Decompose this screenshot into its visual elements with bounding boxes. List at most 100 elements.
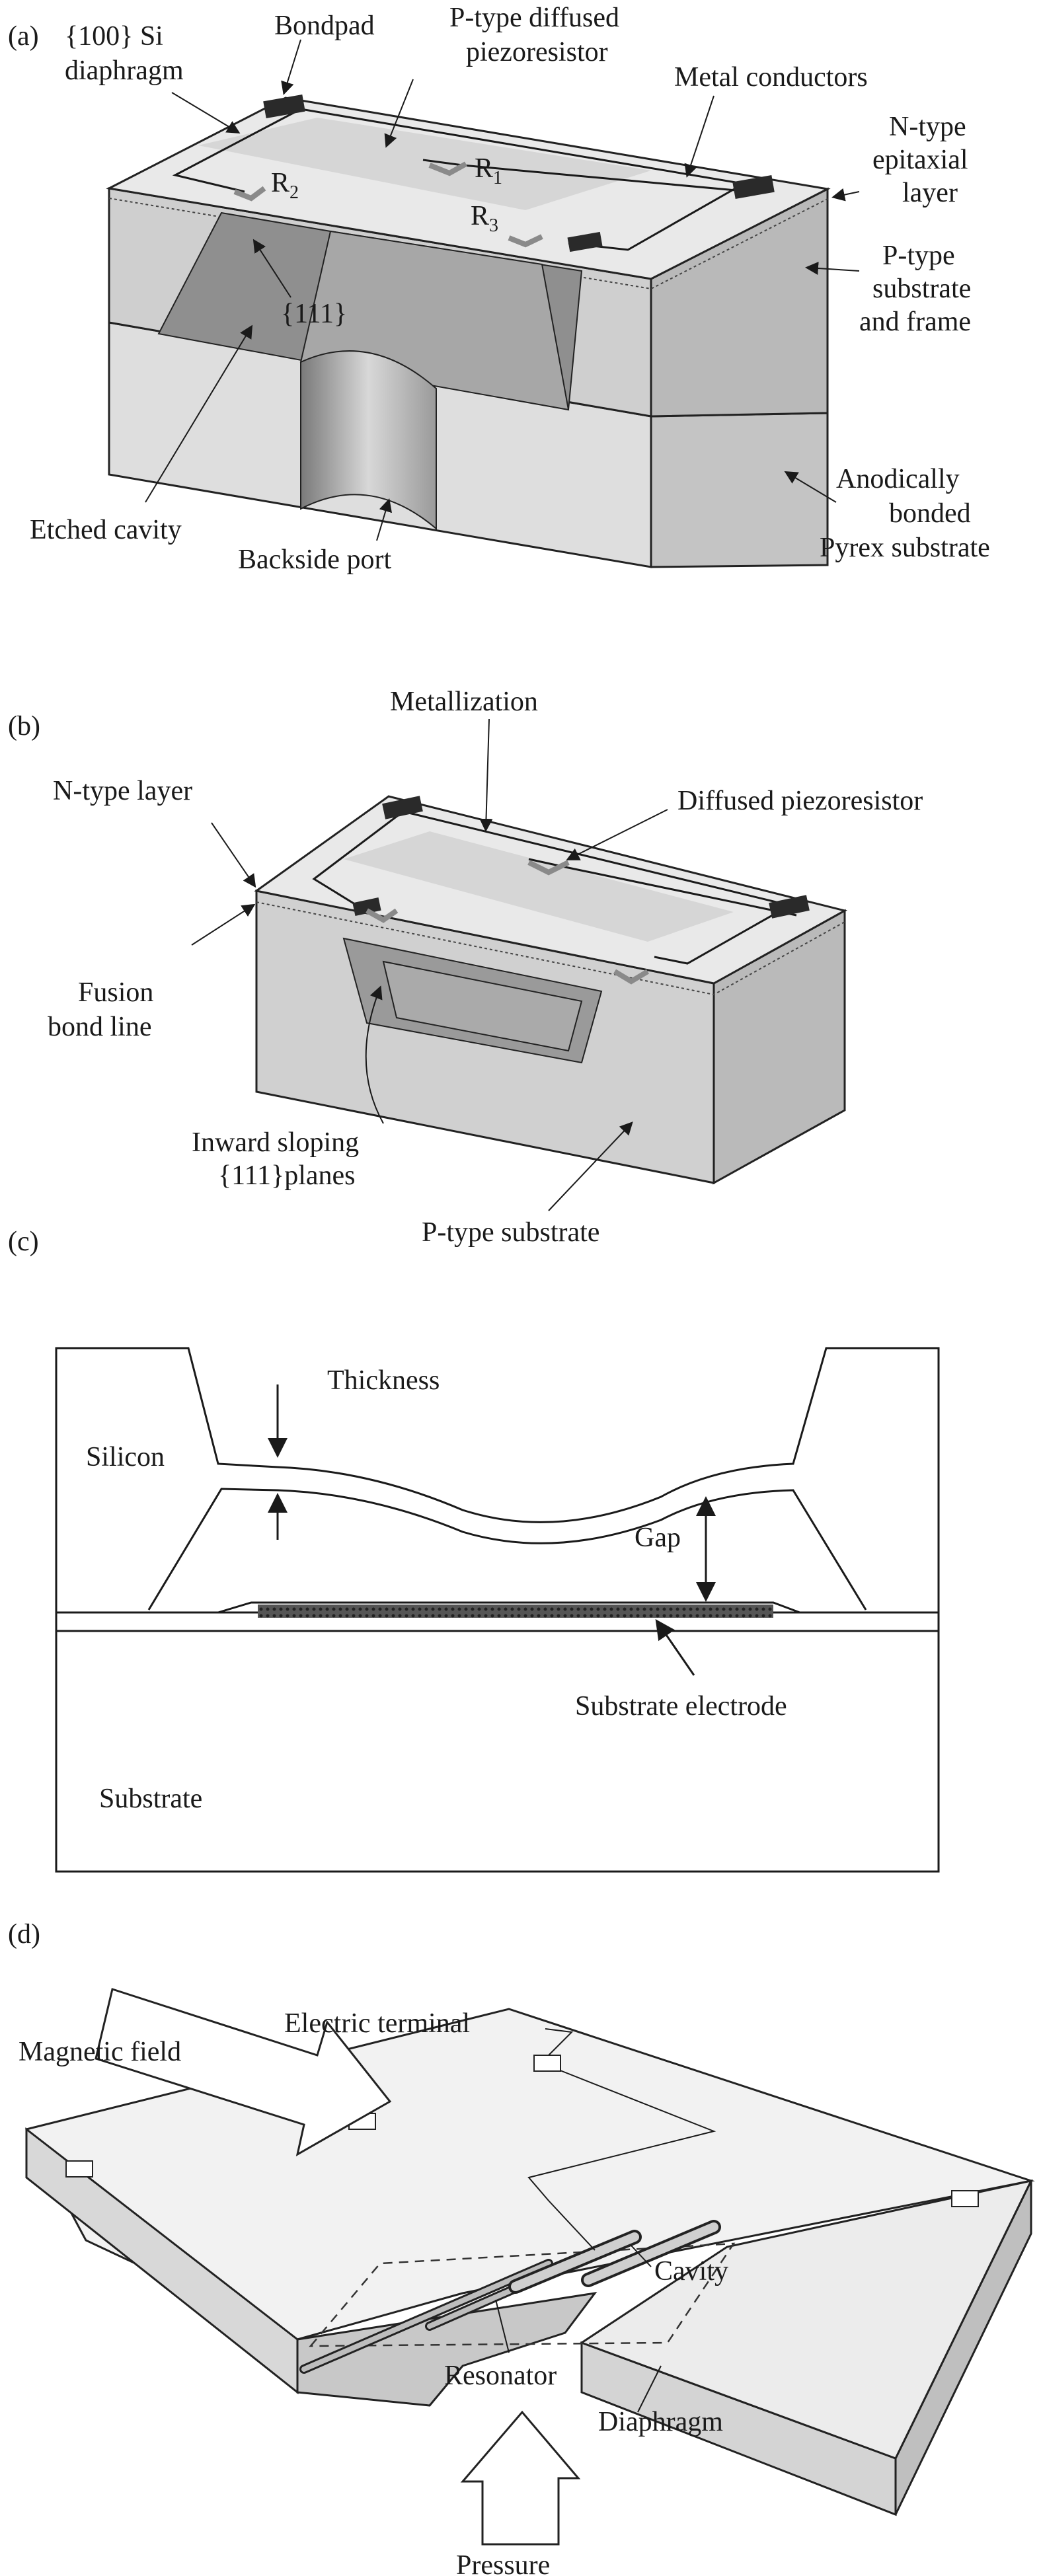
label-metal-conductors: Metal conductors [674, 62, 868, 93]
label-thickness: Thickness [327, 1365, 440, 1396]
label-p-sub-1: P-type [882, 241, 955, 271]
metal-conductor-a1 [172, 108, 301, 193]
arrow-psub [805, 262, 860, 276]
arrow-n-layer [211, 822, 256, 888]
conductor-trace [527, 2068, 716, 2251]
terminal-pad-4 [951, 2190, 979, 2207]
arrow-resonator [495, 2299, 510, 2353]
panel-b: (b) Metallization N-type layer Diffused … [8, 687, 923, 1248]
b-piezoresistor-1 [527, 860, 570, 876]
substrate-box [55, 1631, 940, 1873]
backside-port [300, 350, 437, 531]
arrow-fusion [191, 903, 256, 946]
right-block-top [579, 2179, 1033, 2460]
left-leg [296, 2291, 598, 2407]
pressure-arrow [460, 2410, 581, 2546]
panel-d-tag: (d) [8, 1919, 40, 1950]
panel-b-tag: (b) [8, 711, 40, 741]
panel-a: (a) {100} Si diaphragm Bondpad P-type di… [8, 3, 990, 575]
arrow-backside [376, 498, 392, 541]
bondpad-a3 [567, 231, 603, 252]
b-piezoresistor-2 [366, 908, 399, 923]
label-silicon: Silicon [86, 1442, 165, 1472]
panel-c-tag: (c) [8, 1227, 39, 1257]
b-metal-1 [312, 810, 404, 907]
label-r2: R2 [271, 168, 299, 203]
label-diffused: Diffused piezoresistor [677, 786, 923, 816]
label-r3: R3 [471, 201, 498, 236]
silicon-inner [147, 1488, 867, 1610]
b-cavity-inner [382, 960, 583, 1052]
arrow-pdiffused [384, 79, 414, 148]
electrode-bump [217, 1601, 800, 1614]
terminal-pad-1 [533, 2055, 561, 2072]
label-pyrex-1: Anodically [836, 464, 960, 494]
arrow-metallization [479, 718, 493, 832]
diaphragm-area [198, 118, 651, 210]
b-bondpad-2 [769, 895, 810, 919]
label-pyrex-3: Pyrex substrate [820, 533, 990, 563]
label-pressure: Pressure [456, 2550, 550, 2576]
label-inward-2: {111}planes [218, 1160, 356, 1191]
arrow-diaphragm-d [637, 2365, 662, 2413]
substrate-electrode [258, 1605, 773, 1618]
arrow-nepi [831, 188, 860, 202]
label-metallization: Metallization [390, 687, 538, 717]
arrow-diaphragm [171, 92, 241, 134]
resonator [299, 2220, 721, 2374]
label-p-sub-2: substrate [872, 274, 971, 304]
arrow-bondpad [281, 39, 301, 95]
panel-c: (c) Thickness Silicon Gap Substrate elec… [8, 1227, 940, 1873]
arrow-p-substrate [548, 1121, 633, 1211]
arrow-inward [365, 985, 384, 1124]
arrow-metal [684, 95, 714, 178]
label-fusion-1: Fusion [78, 977, 153, 1008]
bondpad-a2 [732, 174, 775, 200]
b-bondpad-1 [382, 796, 423, 819]
piezoresistor-r2 [233, 186, 266, 202]
label-resonator: Resonator [444, 2361, 557, 2391]
label-pyrex-2: bonded [889, 498, 971, 529]
fusion-bond-line [256, 901, 845, 996]
label-diaphragm: Diaphragm [598, 2407, 723, 2437]
pyrex-side-face [650, 412, 829, 568]
label-substrate-electrode: Substrate electrode [575, 1691, 787, 1722]
b-metal-2 [403, 810, 793, 965]
label-n-layer: N-type layer [53, 776, 192, 806]
b-piezoresistor-3 [613, 969, 650, 985]
piezoresistor-r1 [428, 161, 467, 176]
label-cavity: Cavity [654, 2256, 728, 2287]
label-si-diaphragm-2: diaphragm [65, 56, 184, 86]
label-backside-port: Backside port [238, 545, 391, 575]
silicon-outline [55, 1347, 940, 1631]
electrode-arrow [655, 1619, 695, 1676]
label-substrate: Substrate [99, 1784, 202, 1814]
label-bondpad: Bondpad [274, 11, 375, 41]
b-diaphragm [344, 831, 734, 942]
label-n-epi-3: layer [902, 178, 958, 208]
label-inward-1: Inward sloping [192, 1127, 359, 1158]
arrow-electric-terminal [545, 2028, 574, 2056]
magnetic-field-arrow [95, 1988, 392, 2156]
label-electric-terminal: Electric terminal [284, 2008, 470, 2039]
arrow-111 [252, 239, 291, 298]
panel-d: (d) [8, 1919, 1035, 2576]
bondpad-a1 [263, 94, 305, 119]
label-111-a: {111} [281, 299, 347, 329]
terminal-pad-3 [65, 2160, 93, 2178]
arrow-cavity [631, 2245, 652, 2267]
arrow-etched [145, 324, 253, 503]
label-n-epi-2: epitaxial [872, 145, 968, 175]
label-p-sub-3: and frame [859, 307, 971, 337]
label-n-epi-1: N-type [889, 112, 966, 142]
panel-a-tag: (a) [8, 21, 39, 52]
b-metal-3 [528, 858, 797, 917]
label-p-substrate: P-type substrate [422, 1217, 599, 1248]
label-magnetic-field: Magnetic field [19, 2037, 181, 2067]
b-bondpad-3 [352, 897, 381, 916]
label-gap: Gap [635, 1523, 681, 1553]
label-p-diffused-1: P-type diffused [449, 3, 619, 33]
label-p-diffused-2: piezoresistor [466, 37, 608, 67]
label-fusion-2: bond line [48, 1012, 151, 1042]
